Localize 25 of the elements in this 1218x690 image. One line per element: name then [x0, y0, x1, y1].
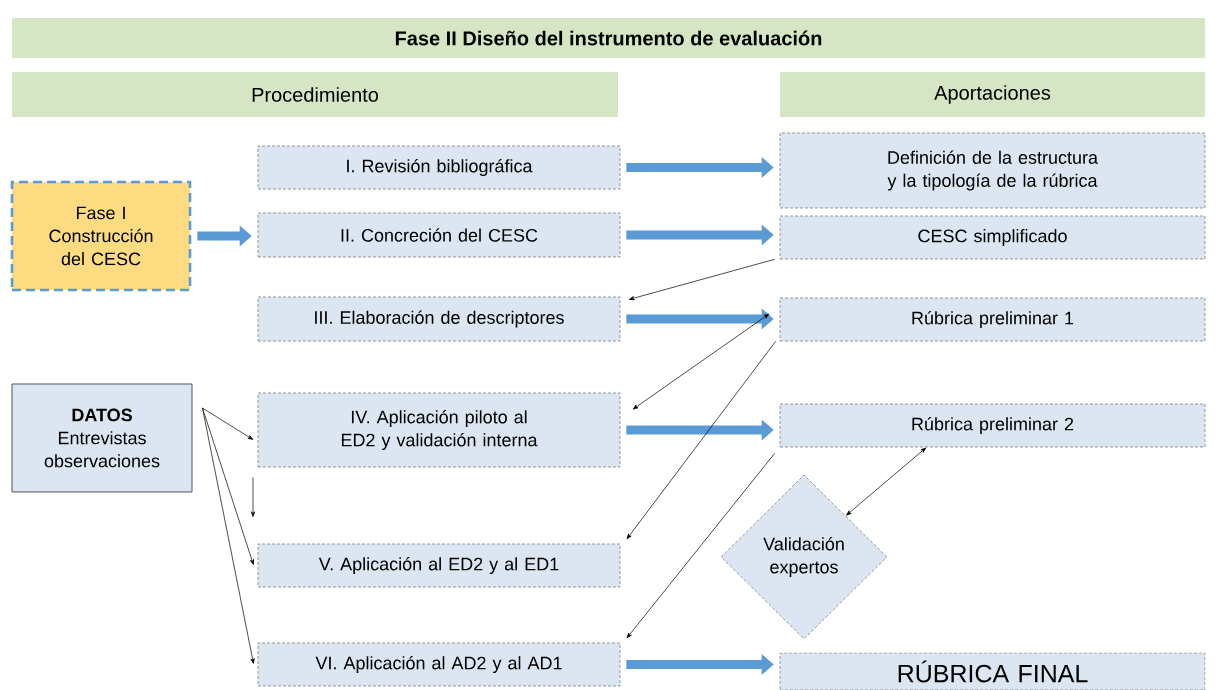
process-box: VI. Aplicación al AD2 y al AD1 [257, 642, 621, 687]
section-band: Aportaciones [780, 72, 1205, 117]
data-box: DATOS Entrevistas observaciones [11, 383, 193, 493]
arrow [626, 452, 776, 639]
arrow [202, 407, 255, 664]
process-box: Rúbrica preliminar 1 [779, 297, 1206, 342]
process-box: II. Concreción del CESC [257, 212, 621, 258]
process-box: Rúbrica preliminar 2 [779, 403, 1206, 448]
title-band: Fase II Diseño del instrumento de evaluación [12, 18, 1205, 58]
process-box: IV. Aplicación piloto al ED2 y validación interna [257, 392, 621, 468]
arrow [632, 313, 770, 410]
arrow [628, 258, 776, 301]
arrow [846, 447, 927, 516]
arrow [250, 476, 256, 517]
process-box: I. Revisión bibliográfica [257, 145, 621, 190]
arrow [626, 340, 777, 540]
process-box: CESC simplificado [779, 215, 1206, 260]
process-box: III. Elaboración de descriptores [257, 296, 621, 342]
arrow [202, 407, 254, 565]
arrow [202, 407, 254, 440]
process-box: Definición de la estructura y la tipología de la rúbrica [779, 132, 1206, 209]
result-box: RÚBRICA FINAL [779, 652, 1206, 690]
process-box: V. Aplicación al ED2 y al ED1 [257, 543, 621, 588]
section-band: Procedimiento [12, 72, 618, 117]
phase-box: Fase I Construcción del CESC [10, 180, 192, 292]
